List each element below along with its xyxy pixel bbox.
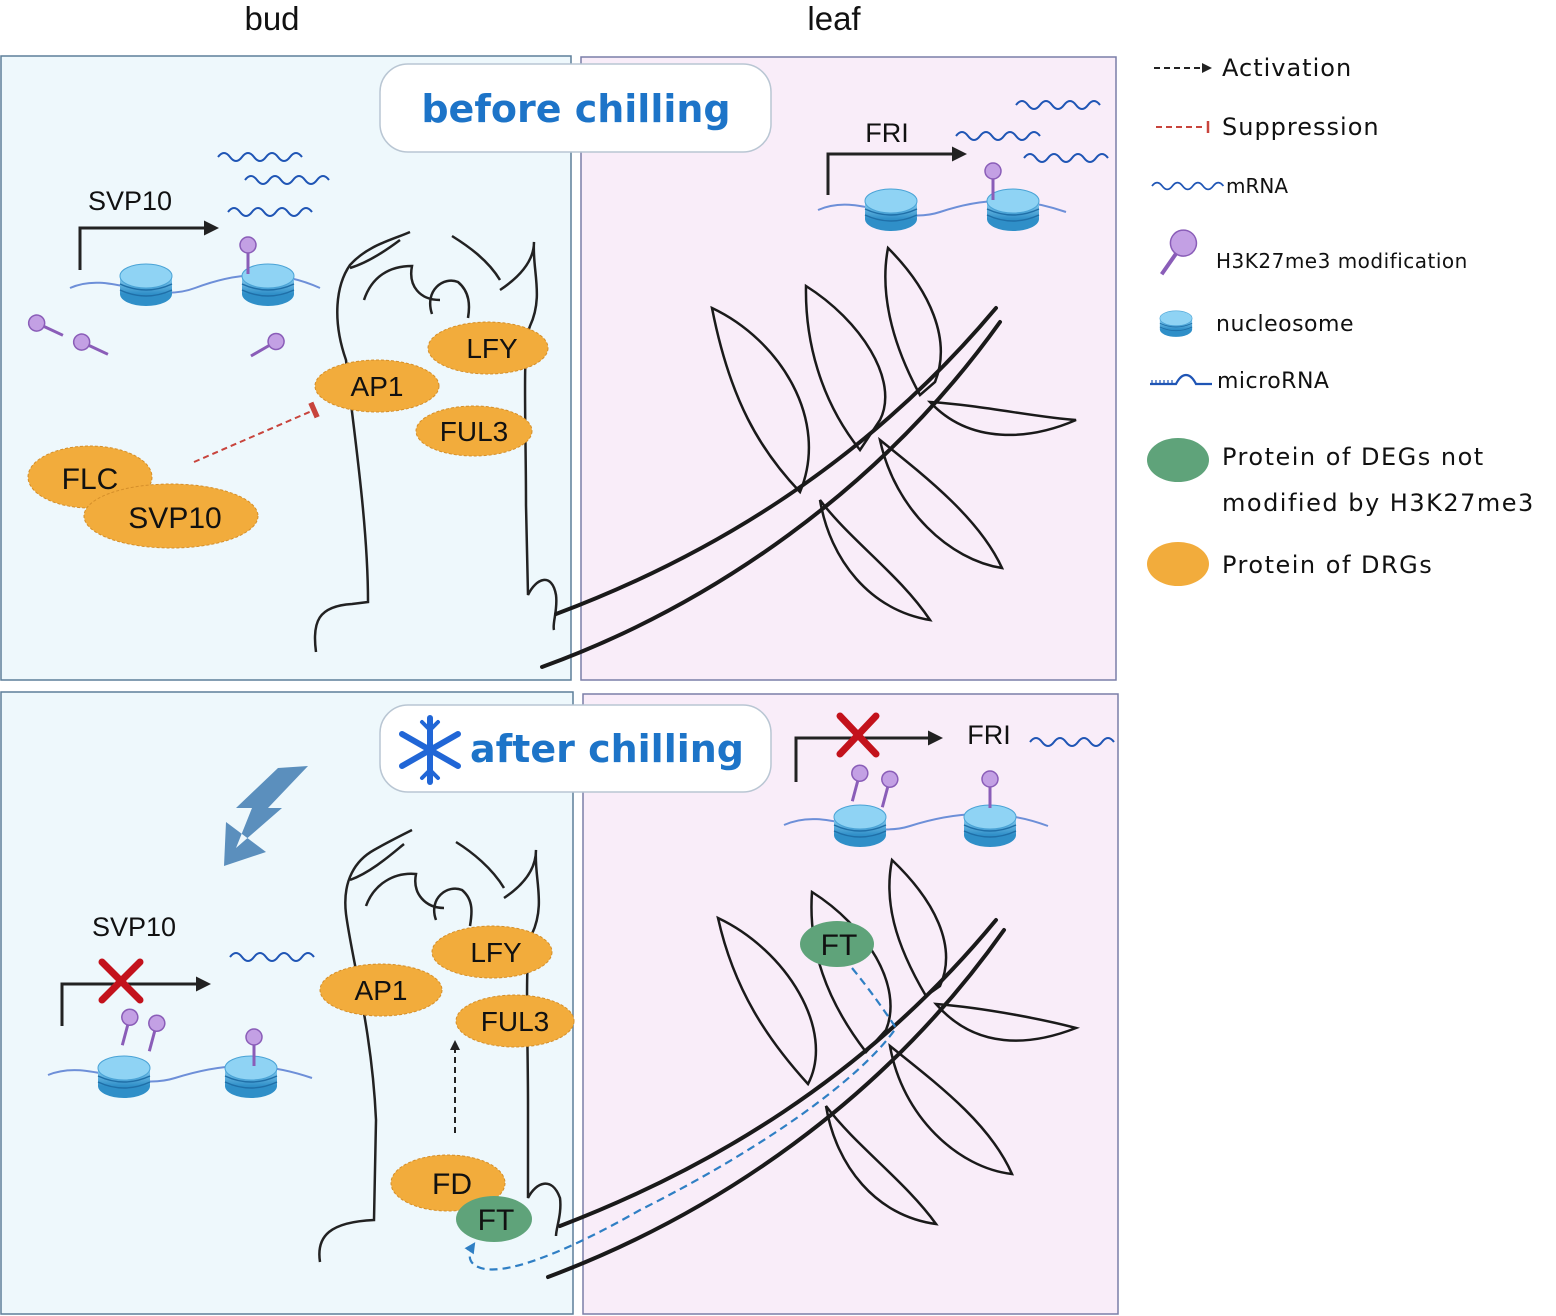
panel-after-leaf: [582, 693, 1119, 1315]
protein-label: AP1: [355, 975, 408, 1006]
banner-before-text: before chilling: [421, 87, 730, 131]
nucleosome-icon: [963, 804, 1017, 848]
transcription-arrow-fri-before: [826, 146, 967, 195]
snowflake-icon: [399, 715, 461, 785]
compound-leaf-after: [546, 857, 1081, 1279]
nucleosome-icon: [833, 804, 887, 848]
nucleosome-icon: [986, 188, 1040, 232]
legend: Activation Suppression mRNA H3K27me3 mod…: [1147, 54, 1535, 586]
legend-nucleosome-swatch: [1159, 310, 1193, 338]
gene-label-svp10-before: SVP10: [88, 186, 172, 216]
banner-after-text: after chilling: [470, 727, 744, 771]
cold-signal-icon: [224, 766, 308, 866]
legend-suppression-label: Suppression: [1222, 113, 1380, 141]
transcription-arrow-fri-after: [794, 730, 943, 782]
nucleosome-icon: [864, 188, 918, 232]
gene-label-svp10-after: SVP10: [92, 912, 176, 942]
column-header-bud: bud: [244, 0, 299, 37]
protein-lfy: LFY: [431, 925, 553, 979]
gene-label-fri-before: FRI: [865, 118, 909, 148]
nucleosome-icon: [224, 1055, 278, 1099]
legend-h3k27me3-swatch: [1160, 229, 1198, 276]
protein-label: FD: [432, 1168, 472, 1201]
protein-label: FLC: [62, 463, 119, 496]
blocked-x-icon: [98, 958, 144, 1004]
blocked-x-icon: [836, 712, 880, 758]
panel-before-leaf: [580, 56, 1117, 681]
nucleosome-icon: [97, 1055, 151, 1099]
protein-svp10: SVP10: [83, 483, 259, 549]
protein-label: LFY: [470, 937, 522, 968]
protein-label: SVP10: [128, 502, 221, 535]
legend-deg-swatch: [1147, 438, 1209, 482]
legend-activation-label: Activation: [1222, 54, 1352, 82]
legend-mrna-swatch: [1151, 181, 1225, 191]
protein-label: FT: [821, 929, 858, 962]
protein-label: FUL3: [440, 416, 508, 447]
legend-microrna-label: microRNA: [1217, 369, 1329, 394]
ft-transport-arrow: [464, 967, 898, 1271]
legend-microrna-swatch: [1150, 373, 1212, 386]
gene-label-fri-after: FRI: [967, 720, 1011, 750]
protein-fd: FD: [390, 1154, 506, 1212]
legend-h3k27me3-label: H3K27me3 modification: [1216, 249, 1468, 273]
protein-label: FT: [478, 1204, 515, 1237]
legend-deg-label-line1: Protein of DEGs not: [1222, 443, 1485, 471]
protein-ful3: FUL3: [455, 994, 575, 1048]
protein-ap1: AP1: [319, 963, 443, 1017]
protein-label: FUL3: [481, 1006, 549, 1037]
banner-after: [379, 704, 772, 793]
suppression-arrow-flc-ap1: [193, 401, 320, 463]
protein-label: LFY: [466, 333, 518, 364]
compound-leaf-before: [540, 245, 1077, 669]
protein-ft-bud: FT: [456, 1196, 532, 1242]
nucleosome-icon: [241, 263, 295, 307]
protein-ful3: FUL3: [415, 405, 533, 457]
protein-ap1: AP1: [314, 359, 440, 413]
nucleosome-icon: [119, 263, 173, 307]
protein-lfy: LFY: [427, 321, 549, 375]
legend-deg-label-line2: modified by H3K27me3: [1222, 489, 1535, 517]
banner-before: [379, 63, 772, 153]
transcription-arrow-svp10-before: [78, 220, 219, 270]
column-header-leaf: leaf: [807, 0, 861, 37]
protein-label: AP1: [351, 371, 404, 402]
legend-drg-swatch: [1147, 542, 1209, 586]
transcription-arrow-svp10-after: [60, 976, 211, 1026]
legend-nucleosome-label: nucleosome: [1216, 312, 1354, 337]
legend-mrna-label: mRNA: [1226, 174, 1288, 198]
legend-drg-label: Protein of DRGs: [1222, 551, 1433, 579]
bud-outline: [318, 828, 562, 1263]
protein-ft-leaf: FT: [800, 921, 874, 967]
